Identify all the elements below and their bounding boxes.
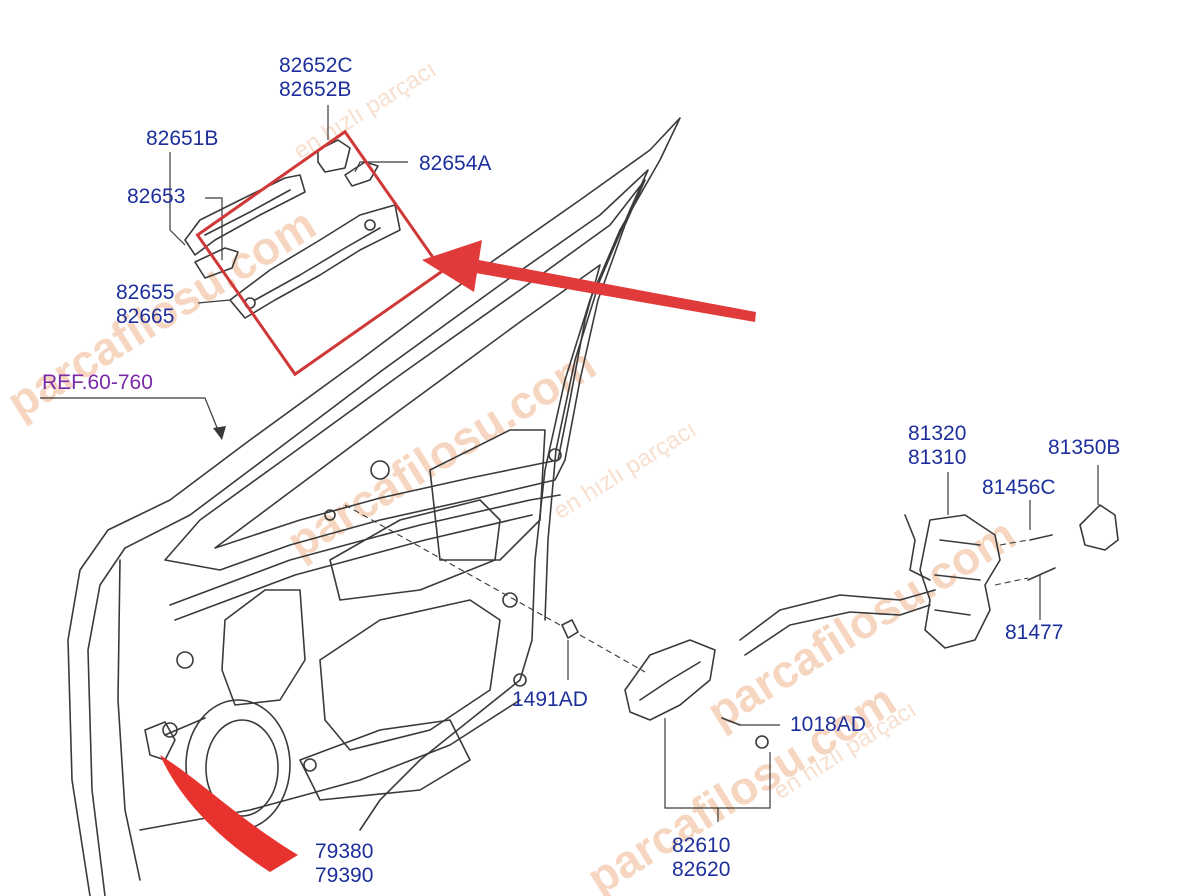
leader-82610-bracket bbox=[664, 718, 771, 822]
part-label-81350B: 81350B bbox=[1048, 436, 1121, 459]
part-label-79390: 79390 bbox=[315, 864, 374, 887]
window-frame-inner bbox=[214, 264, 601, 549]
panel-hole bbox=[324, 509, 336, 521]
panel-hole bbox=[303, 758, 317, 772]
striker bbox=[1079, 504, 1119, 551]
handle-frame-detail bbox=[254, 227, 381, 301]
panel-hole bbox=[370, 460, 390, 480]
panel-cutout-right bbox=[429, 429, 546, 561]
leader-82651B bbox=[169, 152, 186, 246]
screw bbox=[721, 717, 741, 726]
red-arrow-head bbox=[422, 240, 482, 292]
part-label-82620: 82620 bbox=[672, 858, 731, 881]
part-label-82665: 82665 bbox=[116, 305, 175, 328]
door-inner-outline bbox=[87, 169, 649, 896]
part-label-79380: 79380 bbox=[315, 840, 374, 863]
leader-dashed bbox=[344, 504, 561, 626]
part-label-81456C: 81456C bbox=[982, 476, 1056, 499]
part-label-82651B: 82651B bbox=[146, 127, 219, 150]
part-label-82654A: 82654A bbox=[419, 152, 492, 175]
part-label-82652C: 82652C bbox=[279, 54, 353, 77]
outside-handle-cover-detail bbox=[204, 189, 291, 236]
door-front-edge bbox=[117, 559, 141, 881]
leader-ref bbox=[40, 397, 221, 436]
panel-hole bbox=[502, 592, 518, 608]
striker-bolt bbox=[1027, 534, 1056, 581]
screw-cap bbox=[755, 735, 769, 749]
leader-dashed bbox=[994, 577, 1029, 586]
part-label-82610: 82610 bbox=[672, 834, 731, 857]
handle-pad bbox=[194, 247, 239, 279]
part-label-81477: 81477 bbox=[1005, 621, 1064, 644]
leader-82653 bbox=[205, 197, 223, 260]
inside-handle-detail bbox=[639, 661, 701, 701]
red-arrow-shaft bbox=[468, 258, 756, 322]
leader-82655 bbox=[197, 299, 231, 304]
leader-dashed bbox=[579, 634, 646, 673]
red-arrow bbox=[422, 240, 756, 322]
speaker-hole-inner bbox=[205, 719, 279, 817]
panel-cutout-lower bbox=[299, 719, 471, 801]
door-latch bbox=[919, 514, 1001, 649]
panel-cutout-left bbox=[221, 589, 306, 706]
handle-frame bbox=[229, 204, 401, 319]
reference-label: REF.60-760 bbox=[42, 371, 153, 394]
door-latch-detail bbox=[934, 539, 981, 616]
leader-dashed bbox=[999, 539, 1029, 546]
highlight-box bbox=[195, 129, 445, 377]
door-check-arm bbox=[164, 717, 206, 736]
part-label-1491AD: 1491AD bbox=[512, 688, 588, 711]
panel-hole bbox=[176, 651, 194, 669]
red-wedge bbox=[160, 755, 298, 872]
part-label-82652B: 82652B bbox=[279, 78, 352, 101]
part-label-81310: 81310 bbox=[908, 446, 967, 469]
key-cylinder-cap bbox=[317, 139, 351, 173]
door-outer-outline bbox=[67, 117, 681, 896]
panel-cutout-upper bbox=[329, 499, 501, 601]
panel-cutout-center bbox=[319, 599, 501, 751]
door-check bbox=[144, 721, 176, 761]
door-belt-line-2 bbox=[174, 514, 533, 621]
window-frame bbox=[164, 179, 646, 571]
part-label-82655: 82655 bbox=[116, 281, 175, 304]
latch-rod bbox=[904, 514, 931, 581]
ref-leader-arrowhead bbox=[213, 426, 226, 440]
panel-hole bbox=[513, 673, 527, 687]
inside-handle bbox=[624, 639, 716, 721]
part-label-1018AD: 1018AD bbox=[790, 713, 866, 736]
cable-1 bbox=[739, 589, 936, 641]
part-label-81320: 81320 bbox=[908, 422, 967, 445]
door-belt-line bbox=[169, 494, 561, 606]
clip bbox=[561, 619, 579, 639]
part-label-82653: 82653 bbox=[127, 185, 186, 208]
handle-frame-bolt bbox=[364, 219, 376, 231]
panel-hole bbox=[548, 448, 562, 462]
cable-2 bbox=[744, 604, 931, 656]
leader-82654A bbox=[354, 161, 408, 173]
